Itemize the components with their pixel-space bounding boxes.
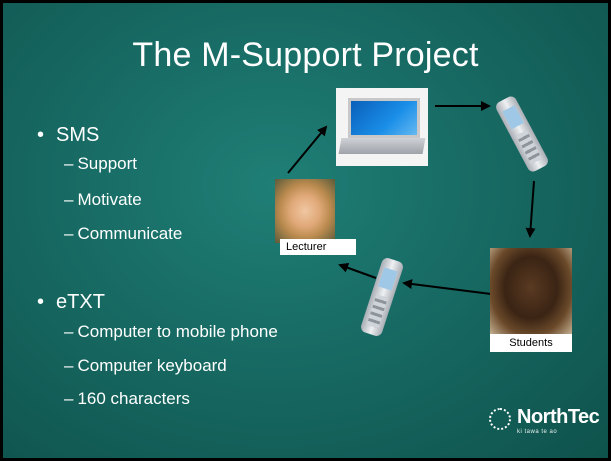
lecturer-photo [275,179,335,243]
subitem-label: Motivate [77,190,142,209]
logo-name: NorthTec [517,406,600,428]
arrow-icon [525,180,536,238]
sub-glyph: – [64,322,74,341]
bullet-label: SMS [56,124,100,146]
sub-glyph: – [64,356,74,375]
sub-glyph: – [64,224,74,243]
students-label: Students [490,334,572,352]
arrow-icon [402,279,492,295]
bullet-glyph: • [37,124,45,146]
subitem-label: Communicate [77,224,183,243]
logo-tagline: ki tawa te ao [517,429,558,435]
laptop-screen [348,98,420,138]
subitem: –160 characters [64,389,190,409]
bullet-etxt: • eTXT [37,291,105,314]
arrow-icon [338,263,377,279]
sub-glyph: – [64,190,74,209]
flow-arrows [287,101,536,295]
bullet-sms: • SMS [37,124,99,147]
subitem-label: Computer to mobile phone [77,322,278,341]
subitem: –Support [64,154,137,174]
northtec-logo: NorthTec ki tawa te ao [473,406,603,440]
slide: The M-Support Project •SMS –Support –Mot… [3,3,608,458]
laptop-base [338,138,426,154]
subitem-label: 160 characters [77,389,190,408]
bullet-label: eTXT [56,291,105,313]
arrow-icon [287,125,328,174]
subitem-label: Computer keyboard [77,356,227,375]
subitem-label: Support [77,154,138,173]
subitem: –Computer to mobile phone [64,322,278,342]
logo-emblem-icon [489,408,511,430]
subitem: –Computer keyboard [64,356,227,376]
lecturer-label: Lecturer [280,239,356,255]
laptop-image [336,88,428,166]
subitem: –Motivate [64,190,142,210]
sub-glyph: – [64,389,74,408]
bullet-glyph: • [37,291,45,313]
sub-glyph: – [64,154,74,173]
students-photo [490,248,572,336]
subitem: –Communicate [64,224,182,244]
slide-title: The M-Support Project [132,36,479,74]
